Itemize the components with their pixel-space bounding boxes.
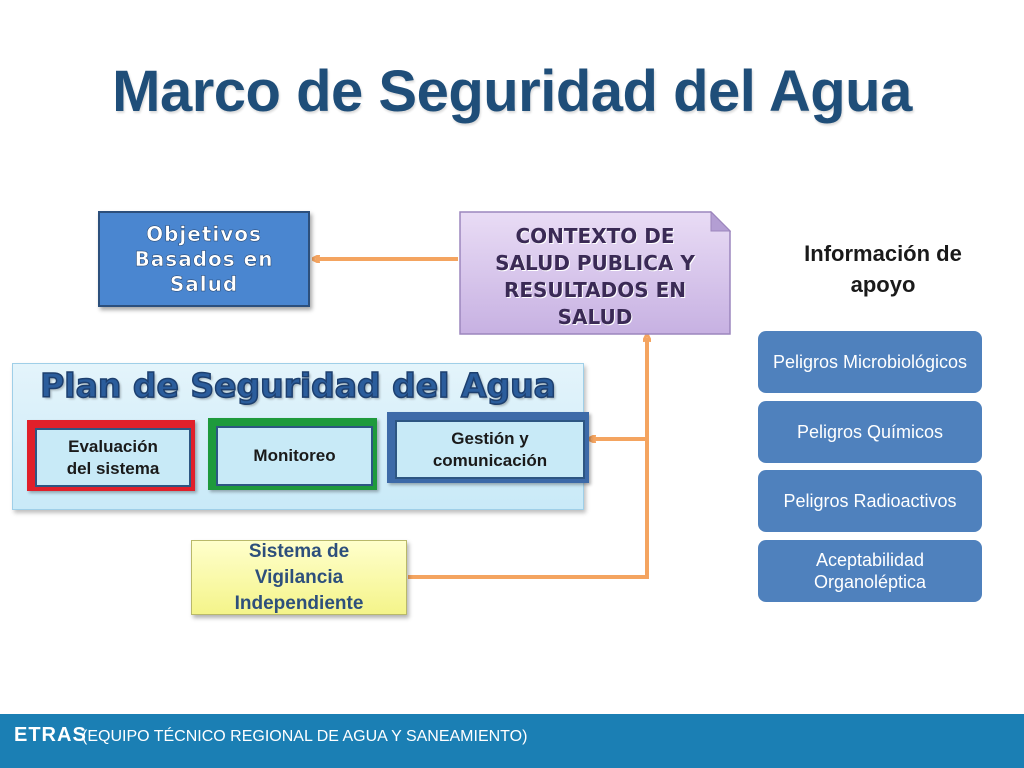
contexto-line3: Resultados en: [503, 278, 687, 302]
arrow-vigilancia-to-contexto: [408, 338, 647, 579]
side-item-label: Aceptabilidad Organoléptica: [813, 550, 927, 592]
evaluacion-box: Evaluación del sistema: [27, 420, 195, 491]
gestion-line1: Gestión y: [451, 428, 529, 448]
informacion-line2: apoyo: [850, 272, 916, 297]
contexto-line4: Salud: [557, 305, 633, 329]
objetivos-line2: Basados en: [134, 246, 274, 271]
side-item-quimicos: Peligros Químicos: [758, 401, 982, 463]
contexto-shape: [459, 211, 731, 335]
evaluacion-inner: Evaluación del sistema: [35, 428, 191, 487]
side-item-label: Peligros Microbiológicos: [772, 352, 968, 372]
objetivos-box: Objetivos Basados en Salud: [98, 211, 310, 307]
slide-title: Marco de Seguridad del Agua: [112, 59, 912, 124]
vigilancia-line1: Sistema de: [248, 540, 350, 562]
monitoreo-box: Monitoreo: [208, 418, 377, 490]
side-item-organoleptica: Aceptabilidad Organoléptica: [758, 540, 982, 602]
contexto-line2: Salud Publica y: [495, 251, 695, 275]
footer-subtitle: (EQUIPO TÉCNICO REGIONAL DE AGUA Y SANEA…: [82, 728, 528, 745]
objetivos-line3: Salud: [169, 271, 239, 296]
informacion-line1: Información de: [804, 241, 962, 266]
evaluacion-line2: del sistema: [66, 458, 160, 478]
side-item-radioactivos: Peligros Radioactivos: [758, 470, 982, 532]
vigilancia-line3: Independiente: [234, 592, 364, 614]
gestion-inner: Gestión y comunicación: [395, 420, 585, 479]
contexto-line1: Contexto de: [515, 224, 675, 248]
plan-title: Plan de Seguridad del Agua: [39, 365, 556, 406]
side-item-label: Peligros Radioactivos: [783, 491, 957, 511]
evaluacion-line1: Evaluación: [68, 436, 158, 456]
footer-brand: ETRAS: [14, 724, 87, 746]
side-item-microbiologicos: Peligros Microbiológicos: [758, 331, 982, 393]
side-item-label: Peligros Químicos: [796, 422, 944, 442]
monitoreo-inner: Monitoreo: [216, 426, 373, 486]
contexto-text: Contexto de Salud Publica y Resultados e…: [459, 211, 731, 335]
gestion-box: Gestión y comunicación: [387, 412, 589, 483]
contexto-box: Contexto de Salud Publica y Resultados e…: [459, 211, 731, 335]
monitoreo-line1: Monitoreo: [253, 446, 336, 465]
informacion-heading: Información de apoyo: [770, 238, 996, 300]
vigilancia-line2: Vigilancia: [254, 566, 344, 588]
footer-bar: [0, 714, 1024, 768]
objetivos-line1: Objetivos: [146, 221, 262, 246]
vigilancia-box: Sistema de Vigilancia Independiente: [191, 540, 407, 615]
gestion-line2: comunicación: [432, 450, 548, 470]
